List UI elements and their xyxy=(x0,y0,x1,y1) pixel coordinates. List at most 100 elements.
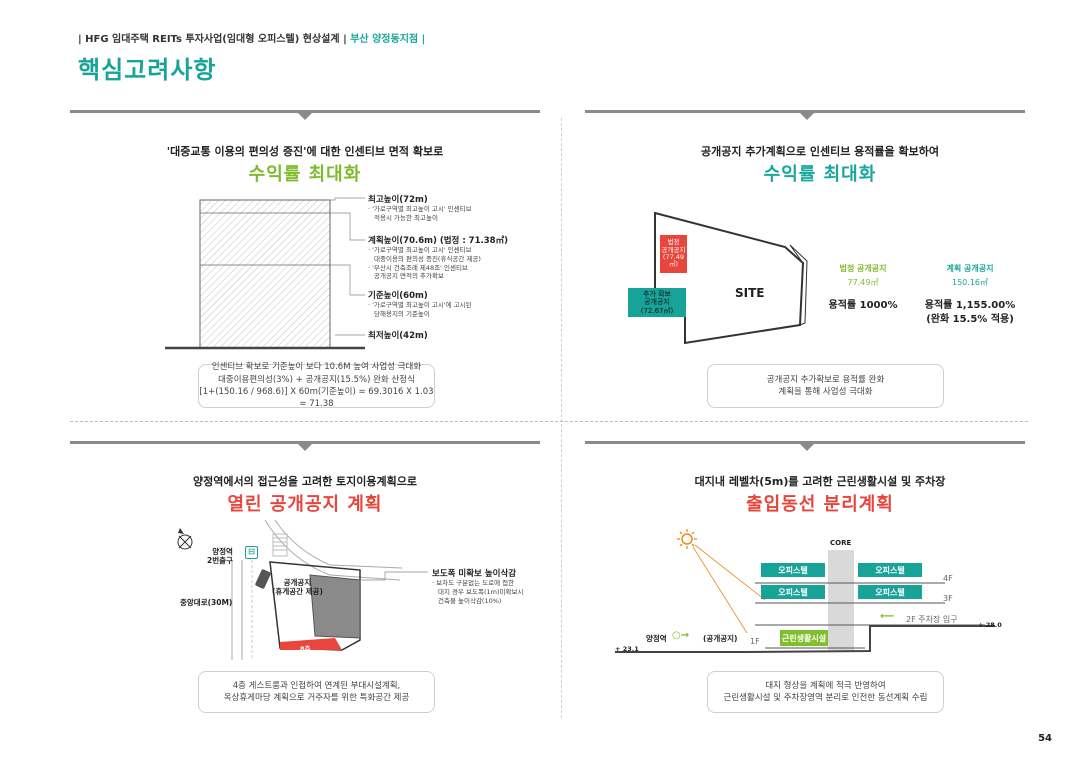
min-height-label: 최저높이(42m) xyxy=(368,331,428,341)
plan-open-space-value: 150.16㎡ xyxy=(952,278,988,287)
plan-height-desc-4: 공개공지 면적의 추가확보 xyxy=(374,272,444,281)
extra-open-space-line-1: 추가 확보 xyxy=(643,290,671,299)
panel2-summary-line-1: 공개공지 추가확보로 용적률 완화 xyxy=(766,374,885,385)
station-label: 양정역 xyxy=(646,634,667,643)
base-height-label: 기준높이(60m) xyxy=(368,291,428,301)
panel1-summary-line-2: 대중이용편의성(3%) + 공개공지(15.5%) 완화 산정식 xyxy=(218,374,415,385)
panel3-title: 열린 공개공지 계획 xyxy=(227,494,383,515)
legal-open-space-title: 법정 공개공지 xyxy=(839,264,887,273)
panel2-subtitle: 공개공지 추가계획으로 인센티브 용적률을 확보하여 xyxy=(701,145,939,158)
parking-arrow-icon: ⟵ xyxy=(880,611,895,622)
section-diagram xyxy=(615,529,995,653)
office-unit-3f-left: 오피스텔 xyxy=(761,585,825,599)
panel3-notch xyxy=(298,444,312,451)
legal-open-space-line-3: (77.49㎡) xyxy=(662,253,685,269)
sidewalk-annotation-desc-3: 건축물 높이삭감(10%) xyxy=(438,596,502,605)
panel2-notch xyxy=(800,113,814,120)
panel4-topbar xyxy=(585,441,1025,444)
station-exit-label: 양정역 2번출구 xyxy=(207,547,233,565)
page-title: 핵심고려사항 xyxy=(78,56,217,84)
plan-height-desc-2: 대중이용의 편의성 증진(휴식공간 제공) xyxy=(374,254,481,263)
plan-open-space-title: 계획 공개공지 xyxy=(946,264,994,273)
site-label: SITE xyxy=(735,286,765,300)
floor-4f-label: 4F xyxy=(943,574,953,583)
panel2-summary-line-2: 계획을 통해 사업성 극대화 xyxy=(778,387,873,397)
panel3-subtitle: 양정역에서의 접근성을 고려한 토지이용계획으로 xyxy=(192,475,417,488)
sidewalk-annotation-desc-1: · 보차도 구분없는 도로에 접한 xyxy=(432,579,515,587)
legal-open-space-line-2: 공개공지 xyxy=(661,245,686,254)
sidewalk-annotation: 보도폭 미확보 높이삭감 · 보차도 구분없는 도로에 접한 대지 경우 보도폭… xyxy=(432,567,523,605)
open-space-line-2: (휴게공간 제공) xyxy=(272,587,323,596)
station-exit-line-1: 양정역 xyxy=(212,547,233,556)
max-height-annotation: 최고높이(72m) · '가로구역별 최고높이 고시' 인센티브 적용시 가능한… xyxy=(368,193,472,223)
legal-open-space-line-1: 법정 xyxy=(667,238,680,247)
open-space-label: 공개공지 (휴게공간 제공) xyxy=(272,578,323,596)
panel2-topbar xyxy=(585,110,1025,113)
panel2-title: 수익률 최대화 xyxy=(763,164,877,185)
site-plan-diagram xyxy=(654,211,808,345)
open-space-line-1: 공개공지 xyxy=(283,578,312,587)
plan-far-note: (완화 15.5% 적용) xyxy=(926,314,1014,325)
panel3-summary-line-1: 4층 게스트룸과 인접하여 연계된 부대시설계획, xyxy=(232,680,401,691)
open-space-section-label: (공개공지) xyxy=(703,634,738,643)
legal-open-space-value: 77.49㎡ xyxy=(847,278,879,287)
station-arrow-icon: ○→ xyxy=(672,630,690,641)
panel1-notch xyxy=(298,113,312,120)
panel1-topbar xyxy=(70,110,540,113)
panel4-summary-line-1: 대지 형상을 계획에 적극 반영하여 xyxy=(765,680,886,691)
panel1-summary-line-3: [1+(150.16 / 968.6)] X 60m(기준높이) = 69.30… xyxy=(199,387,434,410)
floor-3f-label: 3F xyxy=(943,594,953,603)
breadcrumb-site: 부산 양정동지점 | xyxy=(350,34,426,45)
plan-height-annotation: 계획높이(70.6m) (법정 : 71.38㎡) · '가로구역별 최고높이 … xyxy=(368,234,508,281)
core-label: CORE xyxy=(830,539,852,547)
extra-open-space-line-2: 공개공지 xyxy=(644,298,670,307)
office-unit-4f-left: 오피스텔 xyxy=(761,563,825,577)
panel3-summary-line-2: 옥상휴게마당 계획으로 거주자를 위한 특화공간 제공 xyxy=(223,693,410,703)
max-height-desc-2: 적용시 가능한 최고높이 xyxy=(374,213,438,222)
plan-height-desc-3: · '부산시 건축조례 제48조' 인센티브 xyxy=(368,263,468,272)
sidewalk-annotation-desc-2: 대지 경우 보도폭(1m)미확보시 xyxy=(438,587,524,596)
max-height-desc-1: · '가로구역별 최고높이 고시' 인센티브 xyxy=(368,205,472,213)
panel2-summary: 공개공지 추가확보로 용적률 완화 계획을 통해 사업성 극대화 xyxy=(707,364,944,408)
base-height-annotation: 기준높이(60m) · '가로구역별 최고높이 고시'에 고시된 당해용지의 기… xyxy=(368,289,472,319)
office-unit-3f-right: 오피스텔 xyxy=(858,585,922,599)
panel1-summary-line-1: 인센티브 확보로 기준높이 보다 10.6M 높여 사업성 극대화 xyxy=(211,362,422,373)
panel4-summary-line-2: 근린생활시설 및 주차장영역 분리로 인전한 동선계획 수립 xyxy=(723,693,928,703)
panel3-summary: 4층 게스트룸과 인접하여 연계된 부대시설계획, 옥상휴게마당 계획으로 거주… xyxy=(198,671,435,713)
floor-1f-label: 1F xyxy=(750,637,760,646)
plan-height-label: 계획높이(70.6m) (법정 : 71.38㎡) xyxy=(368,236,508,246)
panel4-summary: 대지 형상을 계획에 적극 반영하여 근린생활시설 및 주차장영역 분리로 인전… xyxy=(707,671,944,713)
floor-2f-parking-label: 2F 주차장 입구 xyxy=(906,615,958,624)
extra-open-space-line-3: (72.67㎡) xyxy=(640,306,674,315)
subway-icon: ⊟ xyxy=(245,546,258,559)
office-unit-4f-right: 오피스텔 xyxy=(858,563,922,577)
max-height-label: 최고높이(72m) xyxy=(368,195,428,205)
main-road-label: 중앙대로(30M) xyxy=(180,598,233,607)
panel3-topbar xyxy=(70,441,540,444)
legal-far: 용적률 1000% xyxy=(828,300,898,311)
sidewalk-annotation-title: 보도폭 미확보 높이삭감 xyxy=(432,569,517,579)
plan-height-desc-1: · '가로구역별 최고높이 고시' 인센티브 xyxy=(368,246,472,254)
panel4-notch xyxy=(800,444,814,451)
sun-icon xyxy=(677,529,697,549)
panel4-subtitle: 대지내 레벨차(5m)를 고려한 근린생활시설 및 주차장 xyxy=(694,475,946,488)
breadcrumb: | HFG 임대주택 REITs 투자사업(임대형 오피스텔) 현상설계 | 부… xyxy=(78,30,425,45)
panel1-summary: 인센티브 확보로 기준높이 보다 10.6M 높여 사업성 극대화 대중이용편의… xyxy=(198,362,435,410)
building-floor-label: 8층 xyxy=(300,645,311,653)
breadcrumb-main: | HFG 임대주택 REITs 투자사업(임대형 오피스텔) 현상설계 | xyxy=(78,34,347,45)
extra-open-space-block: 추가 확보 공개공지 (72.67㎡) xyxy=(628,288,686,317)
base-height-desc-1: · '가로구역별 최고높이 고시'에 고시된 xyxy=(368,301,472,309)
retail-facility-box: 근린생활시설 xyxy=(780,630,828,646)
page-number: 54 xyxy=(1038,733,1052,744)
legal-open-space-block: 법정 공개공지 (77.49㎡) xyxy=(660,235,687,273)
panel4-title: 출입동선 분리계획 xyxy=(746,494,894,515)
vertical-divider xyxy=(561,118,562,718)
land-use-diagram xyxy=(177,519,428,660)
panel1-subtitle: '대중교통 이용의 편의성 증진'에 대한 인센티브 면적 확보로 xyxy=(166,145,444,158)
station-exit-line-2: 2번출구 xyxy=(207,555,233,565)
panel1-title: 수익률 최대화 xyxy=(248,164,362,185)
plan-far: 용적률 1,155.00% xyxy=(924,300,1016,311)
level-high-label: + 28.0 xyxy=(978,621,1002,629)
base-height-desc-2: 당해용지의 기준높이 xyxy=(374,309,430,318)
level-low-label: + 23.1 xyxy=(615,645,639,653)
